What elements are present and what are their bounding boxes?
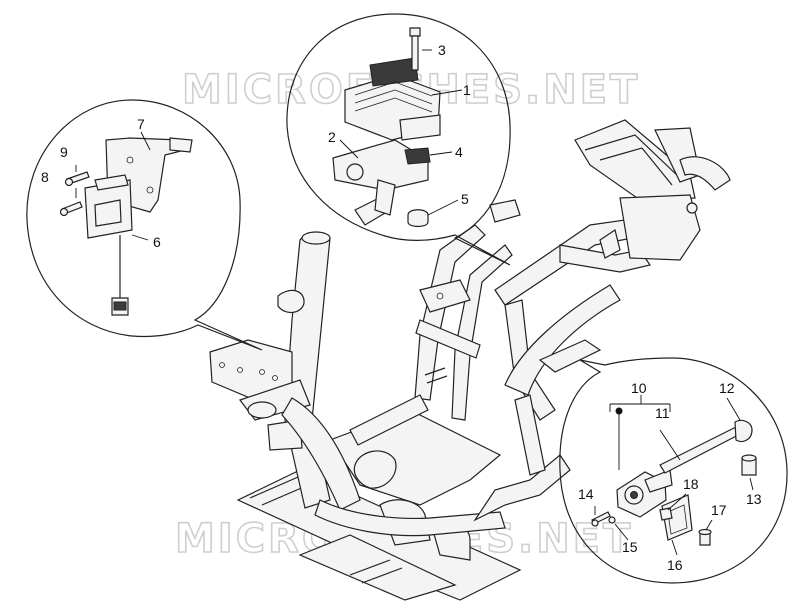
callout-6: 6 — [153, 234, 161, 250]
callout-5: 5 — [461, 191, 469, 207]
callout-8: 8 — [41, 169, 49, 185]
callout-labels: 1 2 3 4 5 6 7 8 9 10 11 12 13 14 15 16 1… — [41, 42, 762, 573]
inset-regulator — [286, 13, 511, 266]
callout-2: 2 — [328, 129, 336, 145]
callout-15: 15 — [622, 539, 638, 555]
callout-12: 12 — [719, 380, 735, 396]
callout-10: 10 — [631, 380, 647, 396]
scooter-frame — [209, 119, 731, 601]
callout-11: 11 — [655, 405, 670, 421]
callout-13: 13 — [746, 491, 762, 507]
callout-3: 3 — [438, 42, 446, 58]
callout-14: 14 — [578, 486, 594, 502]
callout-7: 7 — [137, 116, 145, 132]
inset-cdi — [26, 99, 263, 351]
callout-18: 18 — [683, 476, 699, 492]
inset-ignition — [559, 357, 788, 584]
callout-4: 4 — [455, 144, 463, 160]
callout-9: 9 — [60, 144, 68, 160]
callout-1: 1 — [463, 82, 471, 98]
callout-16: 16 — [667, 557, 683, 573]
callout-17: 17 — [711, 502, 727, 518]
